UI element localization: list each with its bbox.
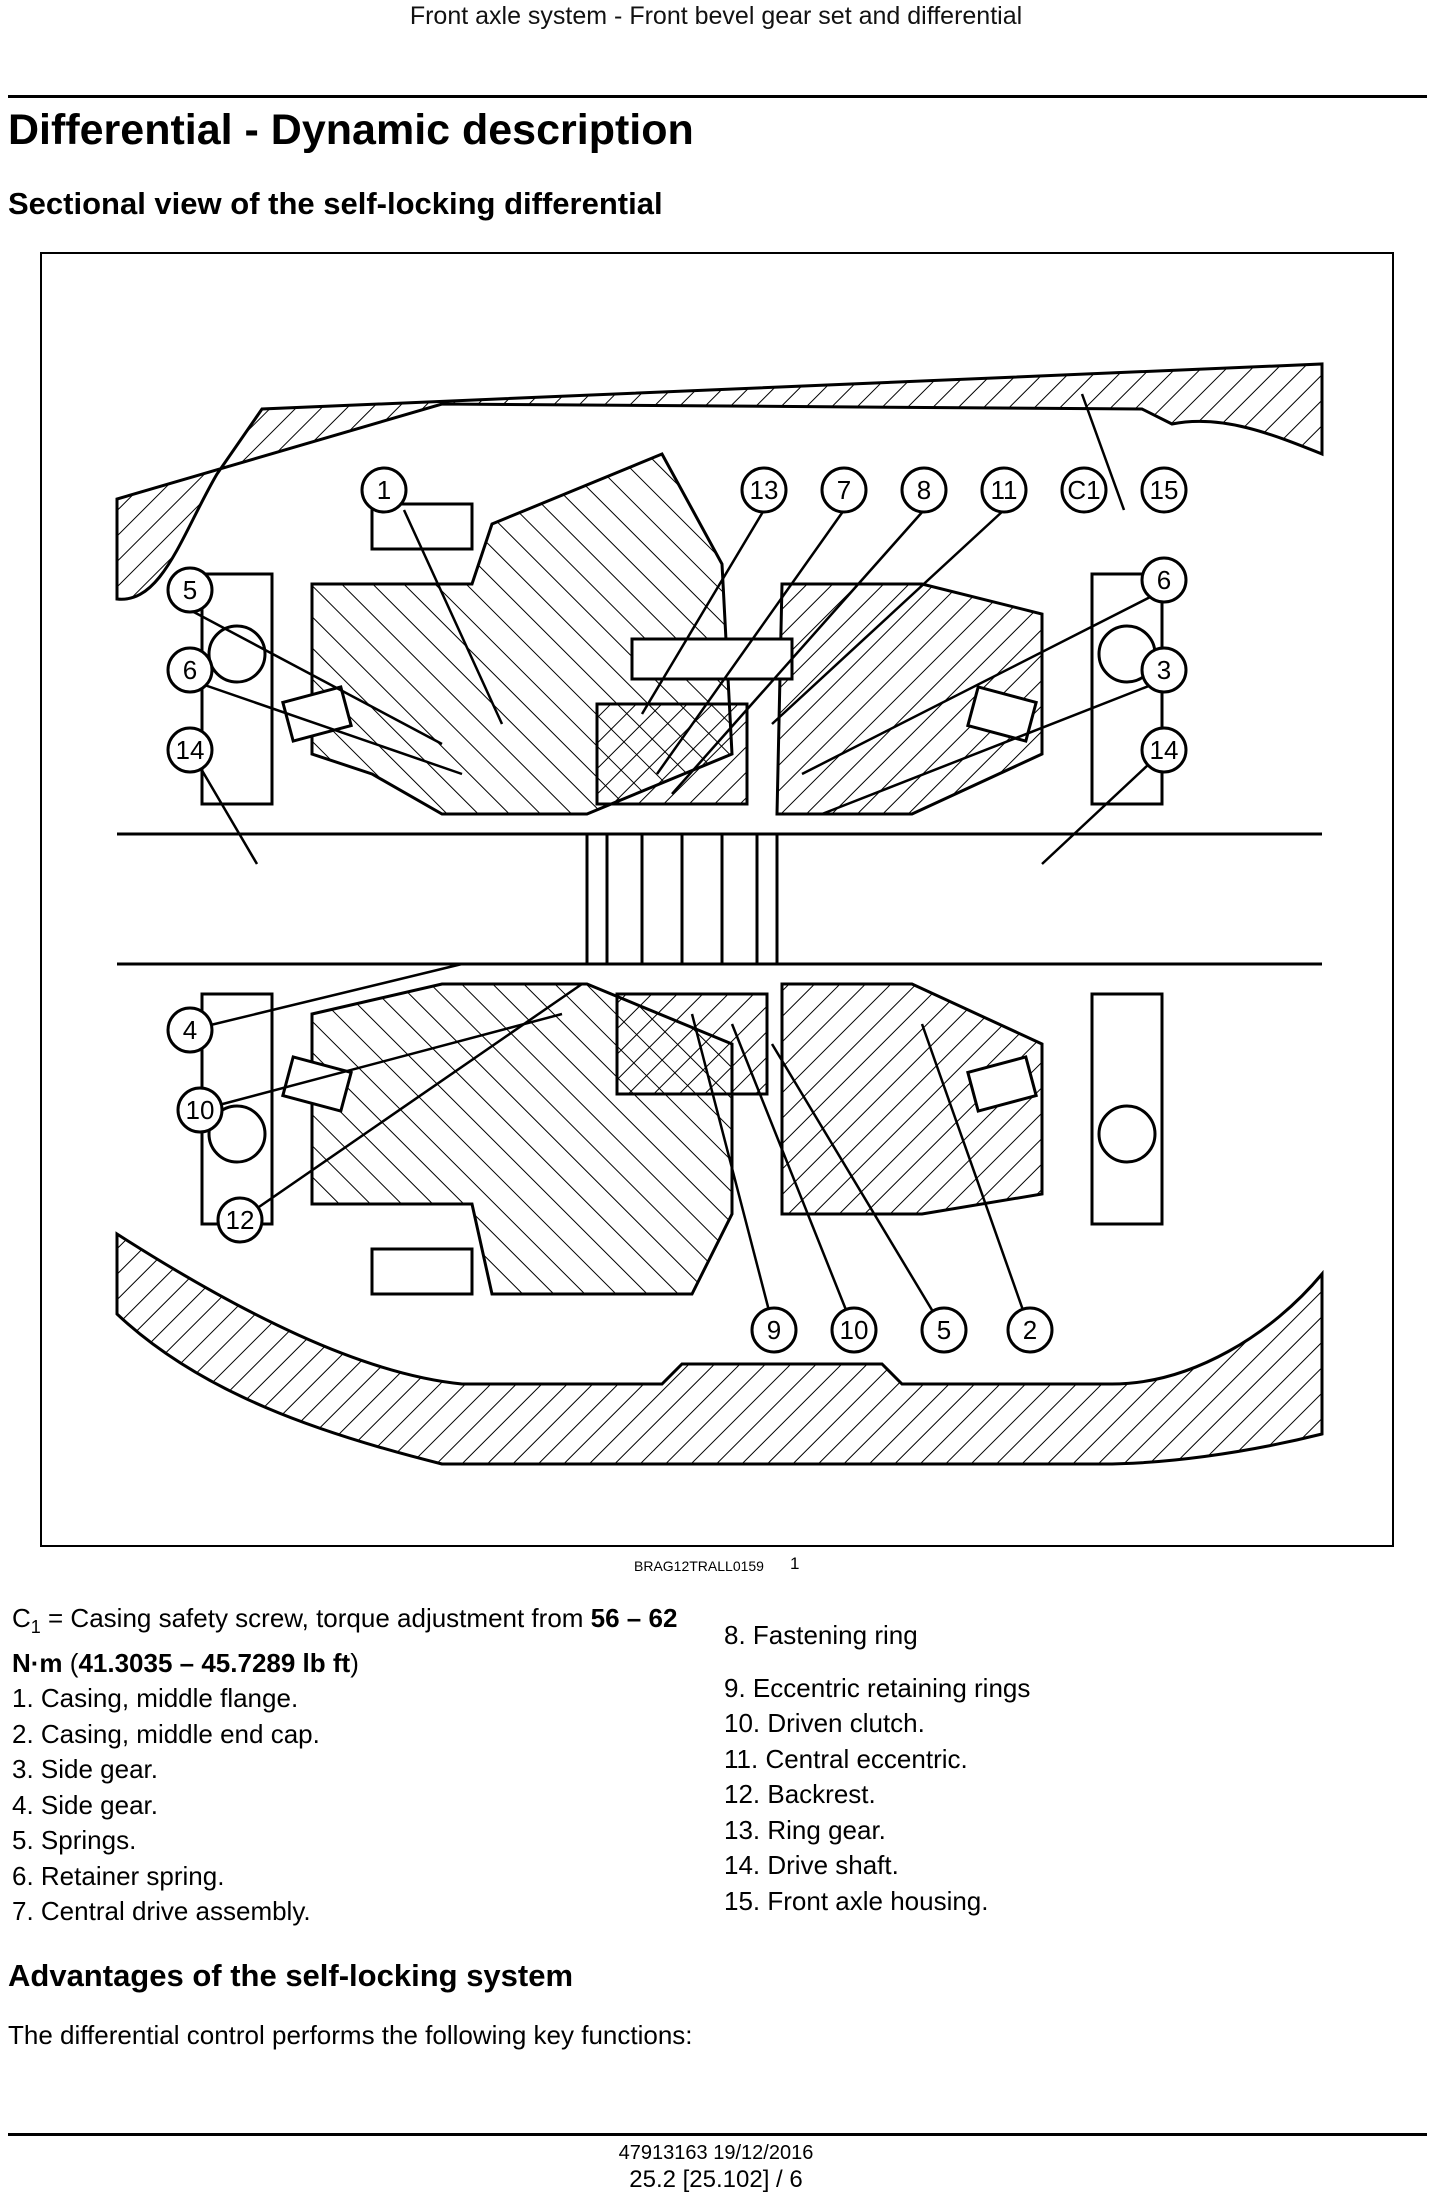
legend-item: 2. Casing, middle end cap.	[12, 1718, 320, 1749]
legend-item: 5. Springs.	[12, 1825, 137, 1856]
svg-text:6: 6	[183, 655, 197, 685]
callout-2: 2	[1006, 1306, 1054, 1354]
svg-text:2: 2	[1023, 1315, 1037, 1345]
c1-paren-open: (	[62, 1647, 79, 1678]
footer-page-ref: 25.2 [25.102] / 6	[629, 2166, 803, 2193]
svg-text:9: 9	[767, 1315, 781, 1345]
legend-item: 3. Side gear.	[12, 1754, 158, 1785]
legend-item: 11. Central eccentric.	[724, 1743, 968, 1774]
svg-text:C1: C1	[1067, 475, 1100, 505]
svg-text:5: 5	[183, 575, 197, 605]
legend-item: 10. Driven clutch.	[724, 1708, 925, 1738]
svg-text:11: 11	[991, 475, 1018, 505]
callout-9: 9	[750, 1306, 798, 1354]
svg-text:7: 7	[837, 475, 851, 505]
legend-item: 6. Retainer spring.	[12, 1860, 225, 1891]
svg-text:13: 13	[750, 475, 779, 505]
svg-text:3: 3	[1157, 655, 1171, 685]
footer-doc-ref: 47913163 19/12/2016	[618, 2142, 814, 2164]
callout-14-right: 14	[1140, 726, 1188, 774]
legend-item: 14. Drive shaft.	[724, 1850, 899, 1880]
callout-6-right: 6	[1140, 556, 1188, 604]
callout-6-left: 6	[166, 646, 214, 694]
drive-shaft	[117, 832, 1322, 966]
svg-text:14: 14	[1150, 735, 1179, 765]
differential-casing	[200, 452, 1164, 1296]
svg-text:8: 8	[917, 475, 931, 505]
callout-1: 1	[360, 466, 408, 514]
svg-text:1: 1	[377, 475, 391, 505]
svg-text:10: 10	[840, 1315, 869, 1345]
differential-sectional-drawing: 1 13 7 8 11 C1 15 5 6 6 3 14 14 4 10 12 …	[40, 252, 1394, 1547]
page-title: Differential - Dynamic description	[8, 106, 694, 154]
callout-leaders	[188, 393, 1165, 1331]
legend-c1-line-1: C1 = Casing safety screw, torque adjustm…	[12, 1601, 702, 1681]
c1-letter: C	[12, 1603, 31, 1633]
callout-14-left: 14	[166, 726, 214, 774]
legend-item: 1. Casing, middle flange.	[12, 1683, 299, 1714]
svg-text:15: 15	[1150, 475, 1179, 505]
advantages-title: Advantages of the self-locking system	[8, 1958, 574, 1993]
footer-rule	[8, 2133, 1427, 2136]
callout-15: 15	[1140, 466, 1188, 514]
callout-5-top: 5	[166, 566, 214, 614]
header-rule	[8, 95, 1427, 98]
svg-text:10: 10	[186, 1095, 215, 1125]
legend-item: 7. Central drive assembly.	[12, 1896, 311, 1927]
callout-4: 4	[166, 1006, 214, 1054]
svg-text:5: 5	[937, 1315, 951, 1345]
c1-description: = Casing safety screw, torque adjustment…	[40, 1603, 591, 1633]
callout-13: 13	[740, 466, 788, 514]
callout-5-bottom: 5	[920, 1306, 968, 1354]
legend-item: 9. Eccentric retaining rings	[724, 1672, 1031, 1703]
c1-torque-value: 56 – 62 N·m	[12, 1603, 678, 1678]
svg-text:12: 12	[226, 1205, 255, 1235]
callout-11: 11	[980, 466, 1028, 514]
callout-7: 7	[820, 466, 868, 514]
c1-paren-close: )	[350, 1647, 359, 1678]
callout-c1: C1	[1060, 466, 1108, 514]
callout-10-bottom: 10	[830, 1306, 878, 1354]
legend-item: 8. Fastening ring	[724, 1620, 918, 1650]
callout-8: 8	[900, 466, 948, 514]
figure-id: BRAG12TRALL0159	[634, 1558, 764, 1574]
callout-3: 3	[1140, 646, 1188, 694]
legend-item: 12. Backrest.	[724, 1779, 876, 1809]
advantages-intro: The differential control performs the fo…	[8, 2020, 693, 2050]
svg-text:4: 4	[183, 1015, 197, 1045]
running-header: Front axle system - Front bevel gear set…	[409, 2, 1023, 30]
callout-10-left: 10	[176, 1086, 224, 1134]
legend-left-column: C1 = Casing safety screw, torque adjustm…	[12, 1601, 702, 1930]
legend-item: 15. Front axle housing.	[724, 1885, 989, 1916]
figure-number: 1	[790, 1554, 800, 1573]
svg-text:6: 6	[1157, 565, 1171, 595]
callout-12: 12	[216, 1196, 264, 1244]
c1-subscript: 1	[30, 1617, 41, 1638]
axle-housing	[115, 362, 1324, 1466]
svg-text:14: 14	[176, 735, 205, 765]
legend-item: 4. Side gear.	[12, 1789, 158, 1820]
legend-right-column: 8. Fastening ring 9. Eccentric retaining…	[724, 1618, 1030, 1919]
legend-item: 13. Ring gear.	[724, 1814, 886, 1845]
section-title: Sectional view of the self-locking diffe…	[8, 186, 663, 221]
c1-torque-imperial: 41.3035 – 45.7289 lb ft	[78, 1647, 351, 1678]
